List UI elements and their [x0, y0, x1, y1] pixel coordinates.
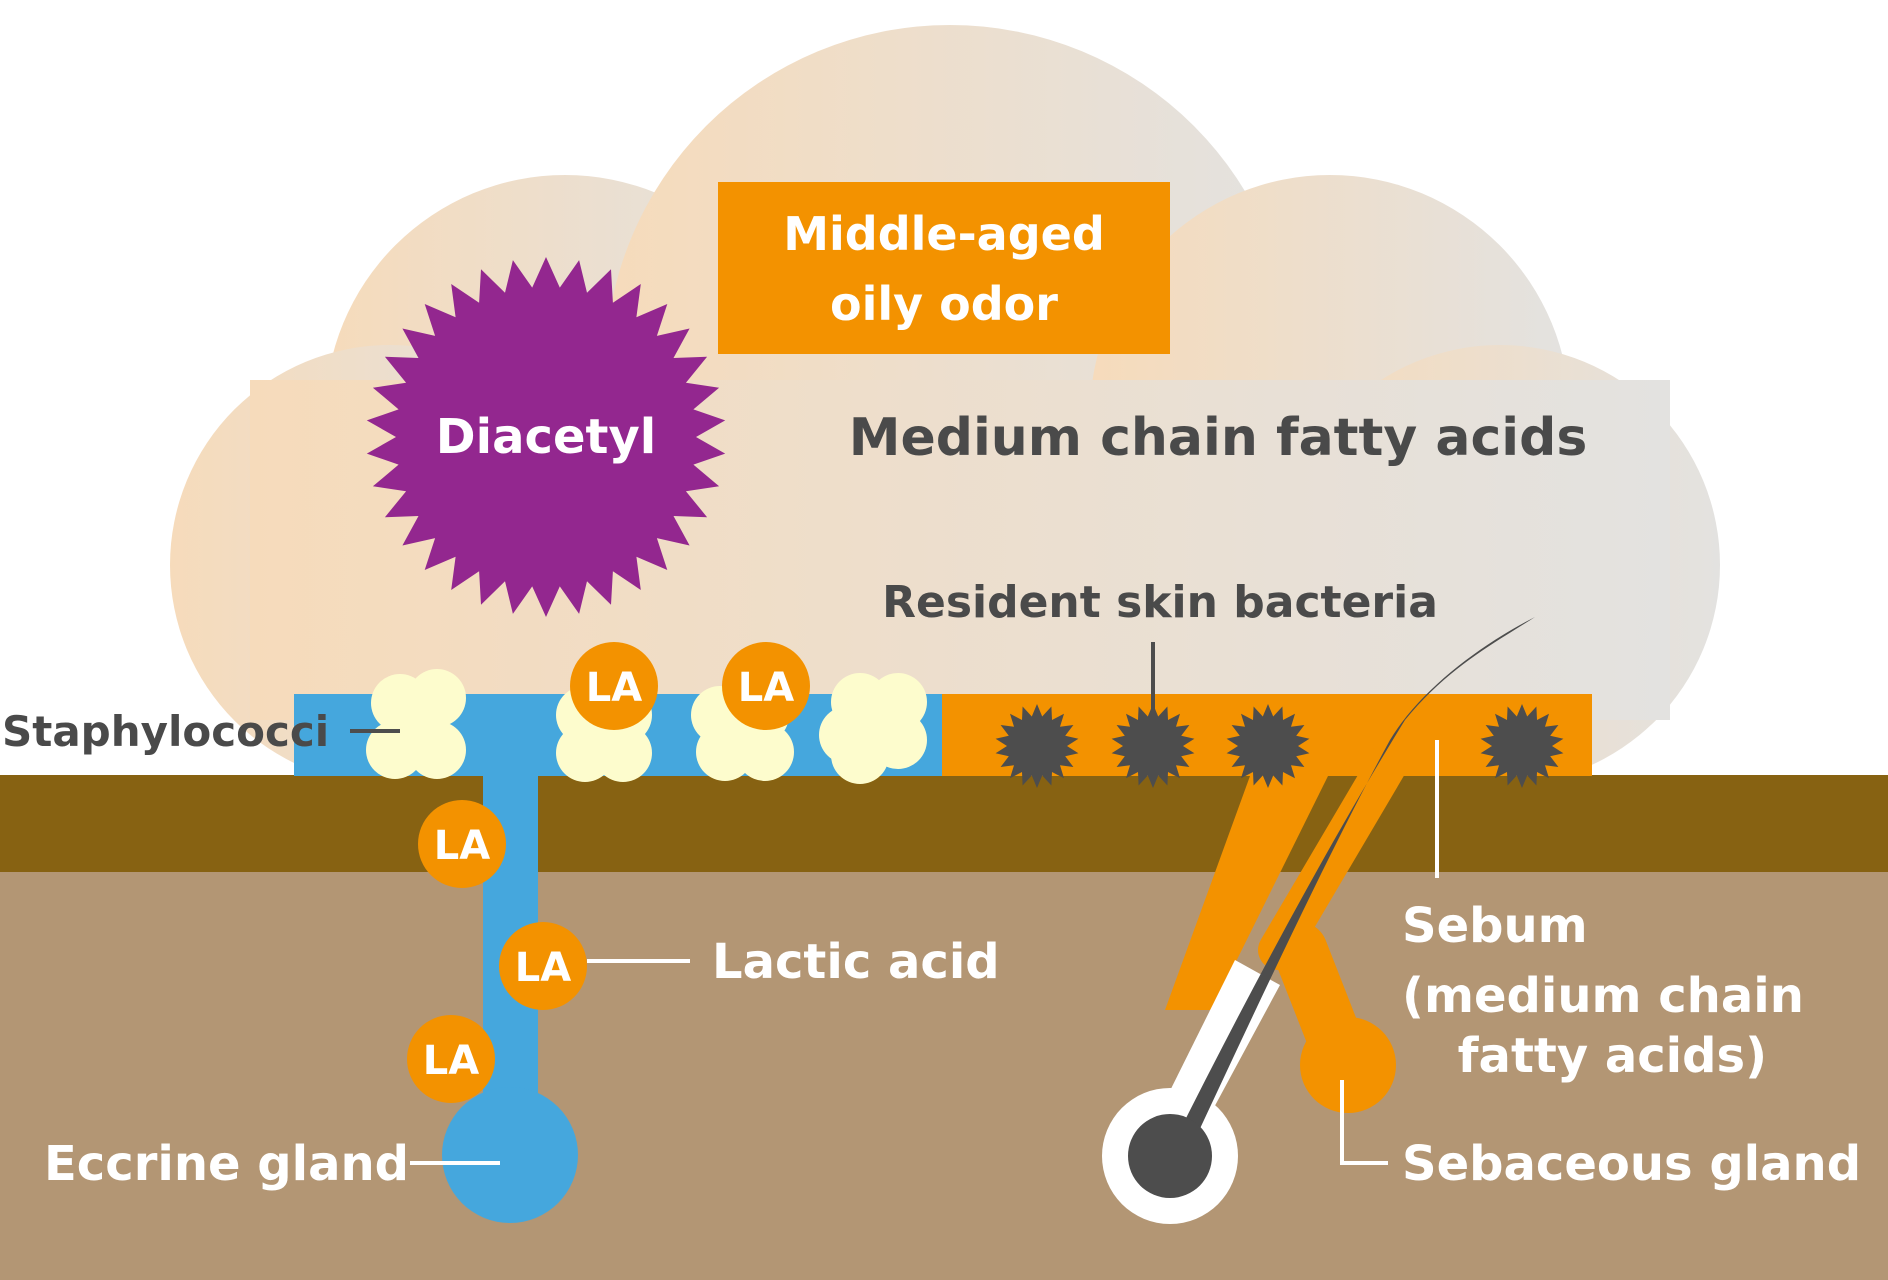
staphylococci-cluster: [366, 669, 466, 779]
hair: [1102, 617, 1535, 1224]
resident-bacteria-label: Resident skin bacteria: [882, 577, 1438, 628]
staphylococci-label: Staphylococci: [2, 707, 329, 756]
hair-follicle: [1165, 776, 1328, 1010]
diacetyl-star: [366, 257, 726, 617]
bacterium: [1480, 704, 1564, 788]
svg-text:LA: LA: [434, 823, 490, 869]
odor-title-line1: Middle-aged: [783, 207, 1105, 261]
dermis-layer: [0, 870, 1888, 1280]
lactic-acid-label: Lactic acid: [712, 934, 1000, 990]
svg-text:LA: LA: [738, 665, 794, 711]
svg-text:LA: LA: [586, 665, 642, 711]
sebum-label-line3: fatty acids): [1458, 1028, 1767, 1084]
sebaceous-gland-leader: [1340, 1080, 1388, 1165]
bacterium: [1226, 704, 1310, 788]
sebum-label-line1: Sebum: [1402, 898, 1588, 954]
la-badge: LA: [722, 642, 810, 730]
odor-title-line2: oily odor: [830, 277, 1058, 331]
la-badge: LA: [499, 922, 587, 1010]
la-badge: LA: [407, 1015, 495, 1103]
sebum-label-line2: (medium chain: [1402, 968, 1804, 1024]
svg-text:LA: LA: [515, 945, 571, 991]
svg-text:LA: LA: [423, 1038, 479, 1084]
resident-bacteria-group: [995, 704, 1564, 788]
la-badge: LA: [418, 800, 506, 888]
medium-chain-label: Medium chain fatty acids: [849, 408, 1588, 468]
eccrine-gland-label: Eccrine gland: [44, 1136, 409, 1192]
sebaceous-gland-bulb: [1300, 1017, 1396, 1113]
staphylococci-cluster: [819, 673, 927, 784]
sebaceous-gland-label: Sebaceous gland: [1402, 1136, 1861, 1192]
epidermis-layer: [0, 775, 1888, 872]
diacetyl-label: Diacetyl: [436, 409, 656, 465]
bacterium: [1111, 704, 1195, 788]
odor-title-box: [718, 182, 1170, 354]
bacterium: [995, 704, 1079, 788]
la-badge: LA: [570, 642, 658, 730]
